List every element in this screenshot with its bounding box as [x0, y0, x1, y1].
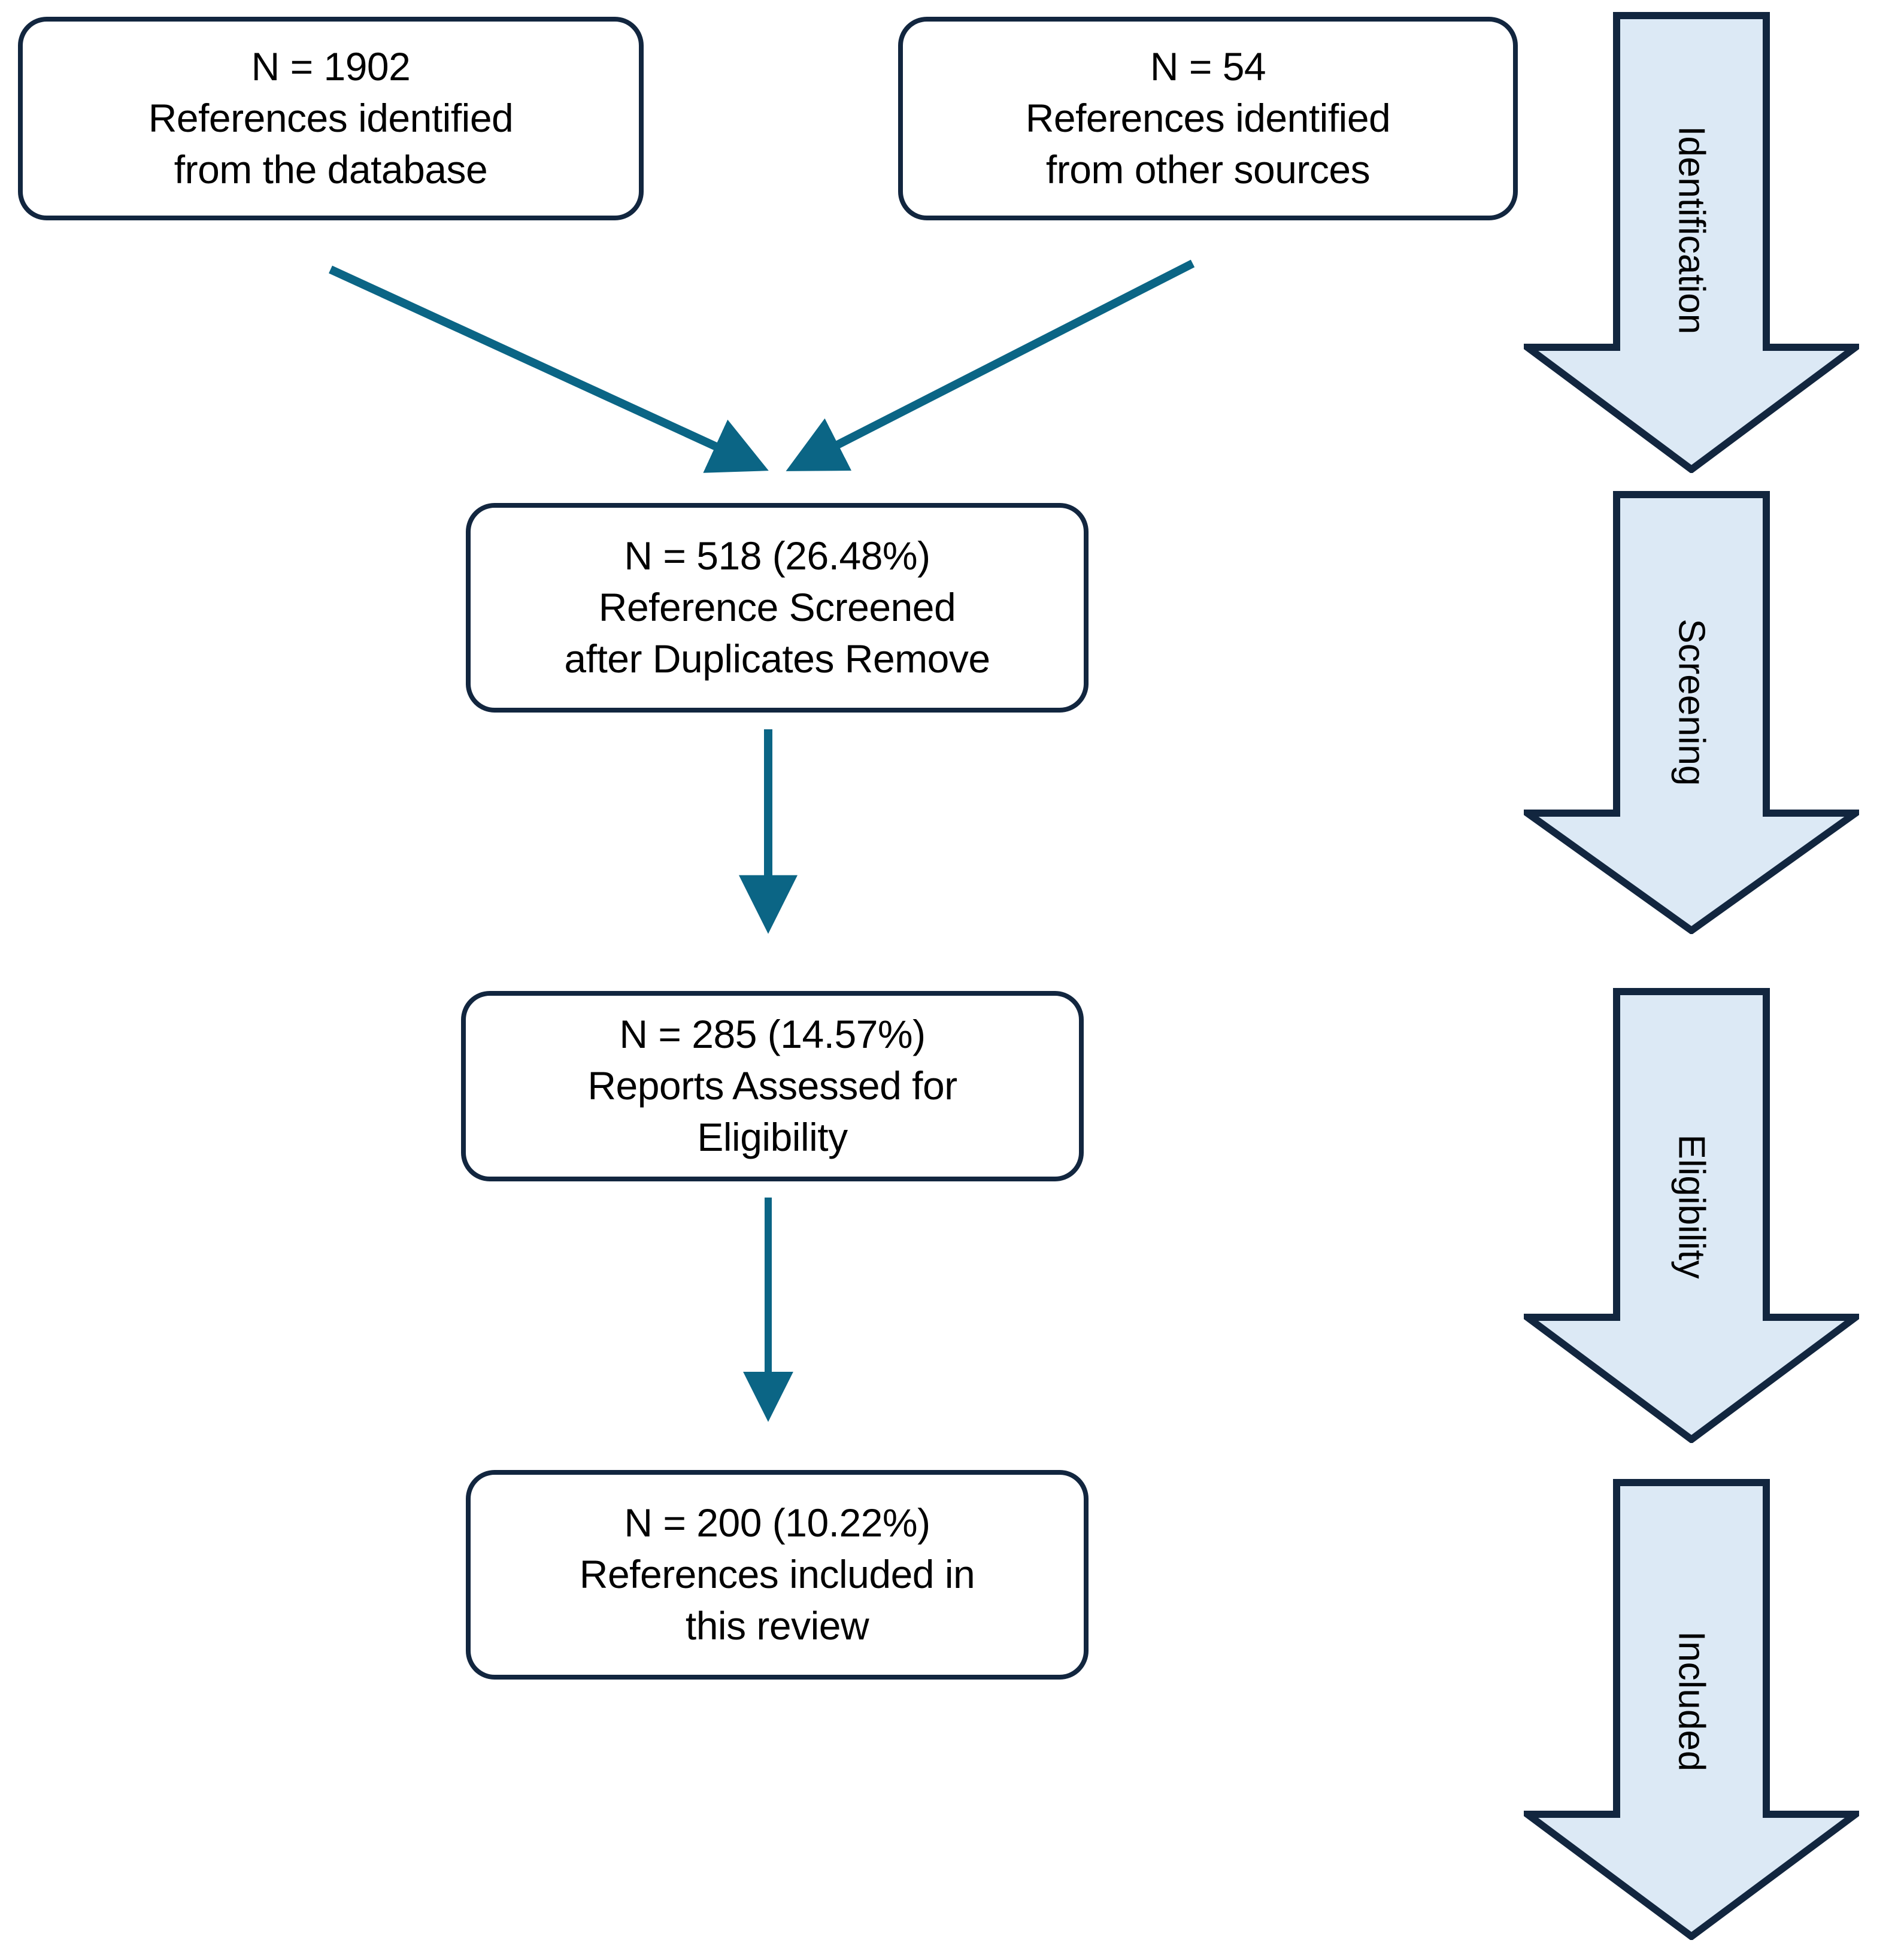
box-reports-assessed-eligibility: N = 285 (14.57%) Reports Assessed for El… [461, 991, 1084, 1181]
box-included-count: N = 200 (10.22%) [624, 1501, 930, 1545]
box-database-line2: References identified [148, 96, 514, 141]
box-screened-count: N = 518 (26.48%) [624, 534, 930, 578]
box-screened-line2: Reference Screened [598, 585, 956, 630]
box-database-count: N = 1902 [251, 44, 411, 89]
stage-label-included: Included [1670, 1630, 1712, 1772]
connector-database-to-screened [329, 265, 769, 473]
box-database-line3: from the database [174, 147, 488, 192]
stage-label-identification: Identification [1670, 126, 1712, 335]
stage-label-screening: Screening [1670, 619, 1712, 786]
box-eligibility-count: N = 285 (14.57%) [619, 1012, 926, 1057]
stage-arrow-identification: Identification [1524, 12, 1859, 473]
box-references-screened: N = 518 (26.48%) Reference Screened afte… [466, 503, 1089, 713]
down-arrow-icon [1524, 988, 1859, 1443]
box-screened-line3: after Duplicates Remove [564, 636, 990, 681]
stage-label-eligibility: Eligibility [1670, 1134, 1712, 1280]
stage-arrow-eligibility: Eligibility [1524, 988, 1859, 1443]
stage-arrow-screening: Screening [1524, 491, 1859, 934]
box-references-from-database: N = 1902 References identified from the … [18, 17, 644, 220]
box-references-included: N = 200 (10.22%) References included in … [466, 1470, 1089, 1680]
stage-arrow-included: Included [1524, 1479, 1859, 1940]
box-references-from-other-sources: N = 54 References identified from other … [898, 17, 1518, 220]
box-other-count: N = 54 [1150, 44, 1266, 89]
box-included-line2: References included in [579, 1552, 975, 1597]
down-arrow-icon [1524, 1479, 1859, 1940]
box-eligibility-line3: Eligibility [697, 1114, 848, 1159]
box-included-line3: this review [685, 1603, 869, 1648]
connector-other-to-screened [786, 259, 1195, 471]
box-other-line3: from other sources [1045, 147, 1371, 192]
box-other-line2: References identified [1025, 96, 1391, 141]
box-eligibility-line2: Reports Assessed for [587, 1063, 957, 1108]
down-arrow-icon [1524, 12, 1859, 473]
down-arrow-icon [1524, 491, 1859, 934]
